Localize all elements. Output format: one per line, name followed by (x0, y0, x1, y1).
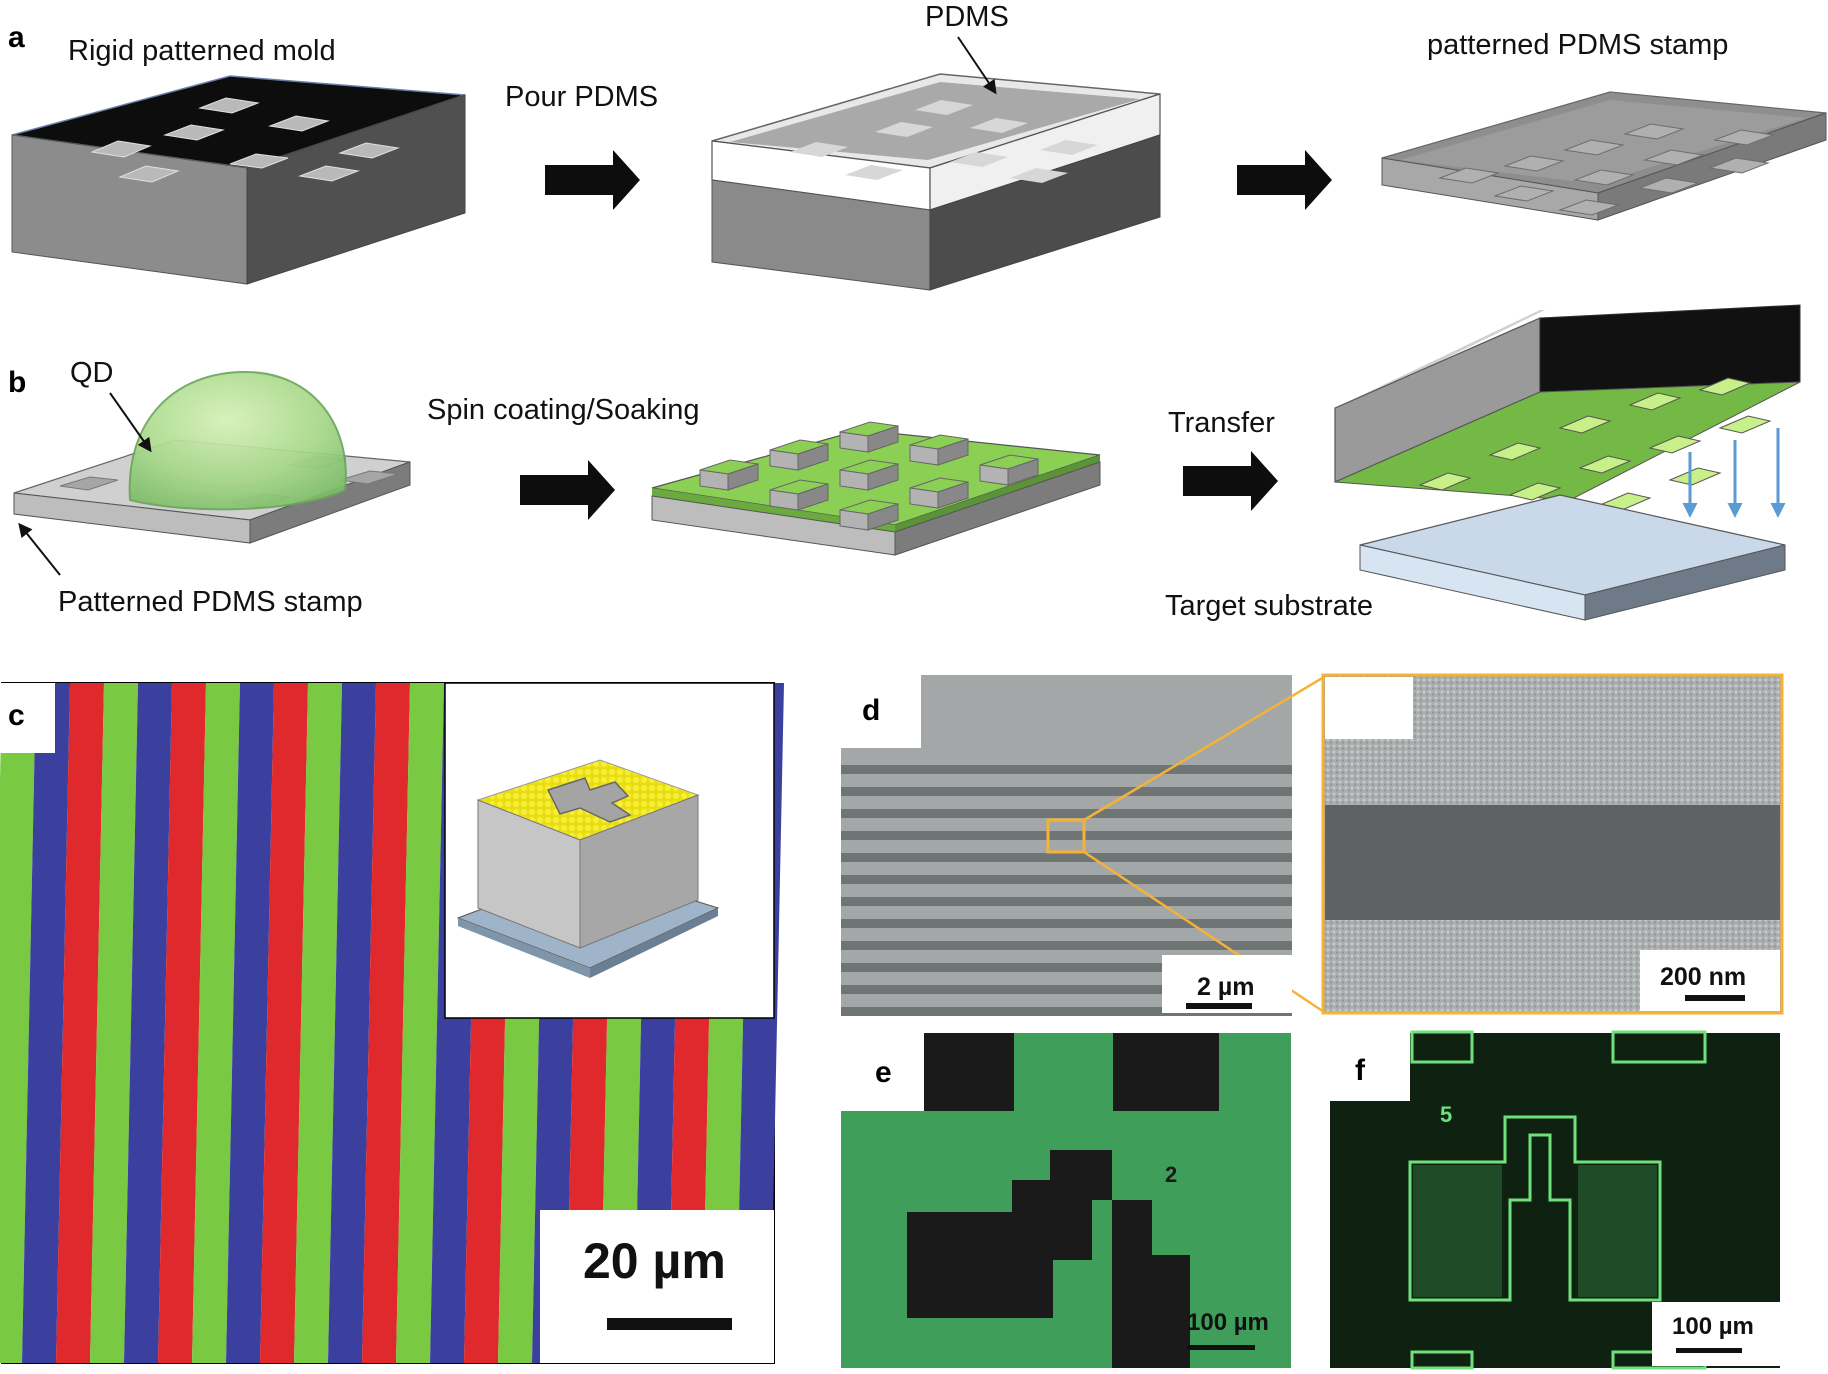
scale-bar-e (1187, 1345, 1255, 1350)
stripe (328, 683, 376, 1363)
panel-letter-f: f (1355, 1054, 1366, 1087)
transfer-label: Transfer (1168, 407, 1275, 439)
right-arrow-icon (545, 150, 640, 210)
pixel-inset-illustration (456, 759, 720, 978)
panel-letter-b: b (8, 366, 26, 399)
sem-stripe (841, 787, 1292, 796)
sem-stripe (841, 897, 1292, 906)
stripe (158, 683, 206, 1363)
sem-stripe (841, 765, 1292, 774)
stamp-label-b: Patterned PDMS stamp (58, 586, 363, 618)
panel-e: e 2 100 µm (841, 1033, 1291, 1368)
panel-letter-a: a (8, 21, 25, 54)
stripe (226, 683, 274, 1363)
stripe (294, 683, 342, 1363)
mold-label: Rigid patterned mold (68, 35, 336, 67)
scale-label-f: 100 µm (1672, 1313, 1754, 1340)
patterned-stamp-illustration (1381, 91, 1827, 221)
scale-bar-c (607, 1318, 732, 1330)
stripe (56, 683, 104, 1363)
sem-gap-stripe (1325, 805, 1780, 920)
mark-f: 5 (1440, 1102, 1452, 1127)
target-label: Target substrate (1165, 590, 1373, 622)
rgb-stripe-micrograph (0, 683, 784, 1363)
sem-stripe (841, 853, 1292, 862)
panel-letter-d: d (862, 694, 880, 727)
sem-stripe (841, 985, 1292, 994)
right-arrow-icon (1183, 451, 1278, 511)
stamp-transfer-illustration (1334, 304, 1801, 621)
panel-b: b QD Patterned PDMS stamp Spin coating/S… (8, 304, 1801, 622)
stripe (22, 683, 70, 1363)
panel-f: f 5 100 µm (1330, 1030, 1780, 1370)
scale-bar-d-right (1685, 995, 1745, 1001)
spin-label: Spin coating/Soaking (427, 394, 699, 426)
callout-arrow-icon (957, 36, 997, 95)
qd-drop-on-stamp-illustration (13, 370, 411, 544)
sem-stripe (841, 875, 1292, 884)
right-arrow-icon (1237, 150, 1332, 210)
sem-stripe (841, 919, 1292, 928)
qd-label: QD (70, 357, 114, 389)
stripe (124, 683, 172, 1363)
scale-label-e: 100 µm (1187, 1309, 1269, 1336)
sem-stripe (841, 963, 1292, 972)
panel-letter-c: c (8, 699, 25, 732)
scale-label-c: 20 µm (583, 1233, 726, 1289)
stripe (260, 683, 308, 1363)
zoom-box (1046, 818, 1086, 854)
panel-d: d 2 µm 200 nm (841, 673, 1784, 1016)
sem-stripe (841, 831, 1292, 840)
scale-label-d-right: 200 nm (1660, 963, 1746, 991)
qd-coated-stamp-illustration (651, 421, 1101, 556)
pdms-label: PDMS (925, 1, 1009, 33)
panel-c: c 20 µm (0, 682, 784, 1364)
pdms-on-mold-illustration (711, 73, 1161, 291)
callout-arrow-icon (18, 522, 61, 576)
scale-bar-d-left (1186, 1003, 1252, 1009)
stripe (0, 683, 36, 1363)
stamp-label-a: patterned PDMS stamp (1427, 29, 1728, 61)
mark-e: 2 (1165, 1162, 1177, 1187)
stripe (362, 683, 410, 1363)
sem-left-stripes (841, 765, 1292, 1016)
stripe (90, 683, 138, 1363)
stripe (396, 683, 444, 1363)
callout-arrow-icon (109, 392, 152, 453)
panel-a: a Rigid patterned mold Pour PDMS (8, 1, 1827, 291)
zoom-line-top (1083, 675, 1325, 822)
scale-label-d-left: 2 µm (1197, 973, 1254, 1001)
scale-box-c (540, 1210, 774, 1363)
sem-stripe (841, 809, 1292, 818)
scale-bar-f (1676, 1348, 1742, 1353)
panel-letter-e: e (875, 1056, 892, 1089)
rigid-mold-illustration (11, 75, 466, 285)
sem-stripe (841, 941, 1292, 950)
stripe (192, 683, 240, 1363)
sem-stripe (841, 1007, 1292, 1016)
pour-label: Pour PDMS (505, 81, 658, 113)
right-arrow-icon (520, 460, 615, 520)
